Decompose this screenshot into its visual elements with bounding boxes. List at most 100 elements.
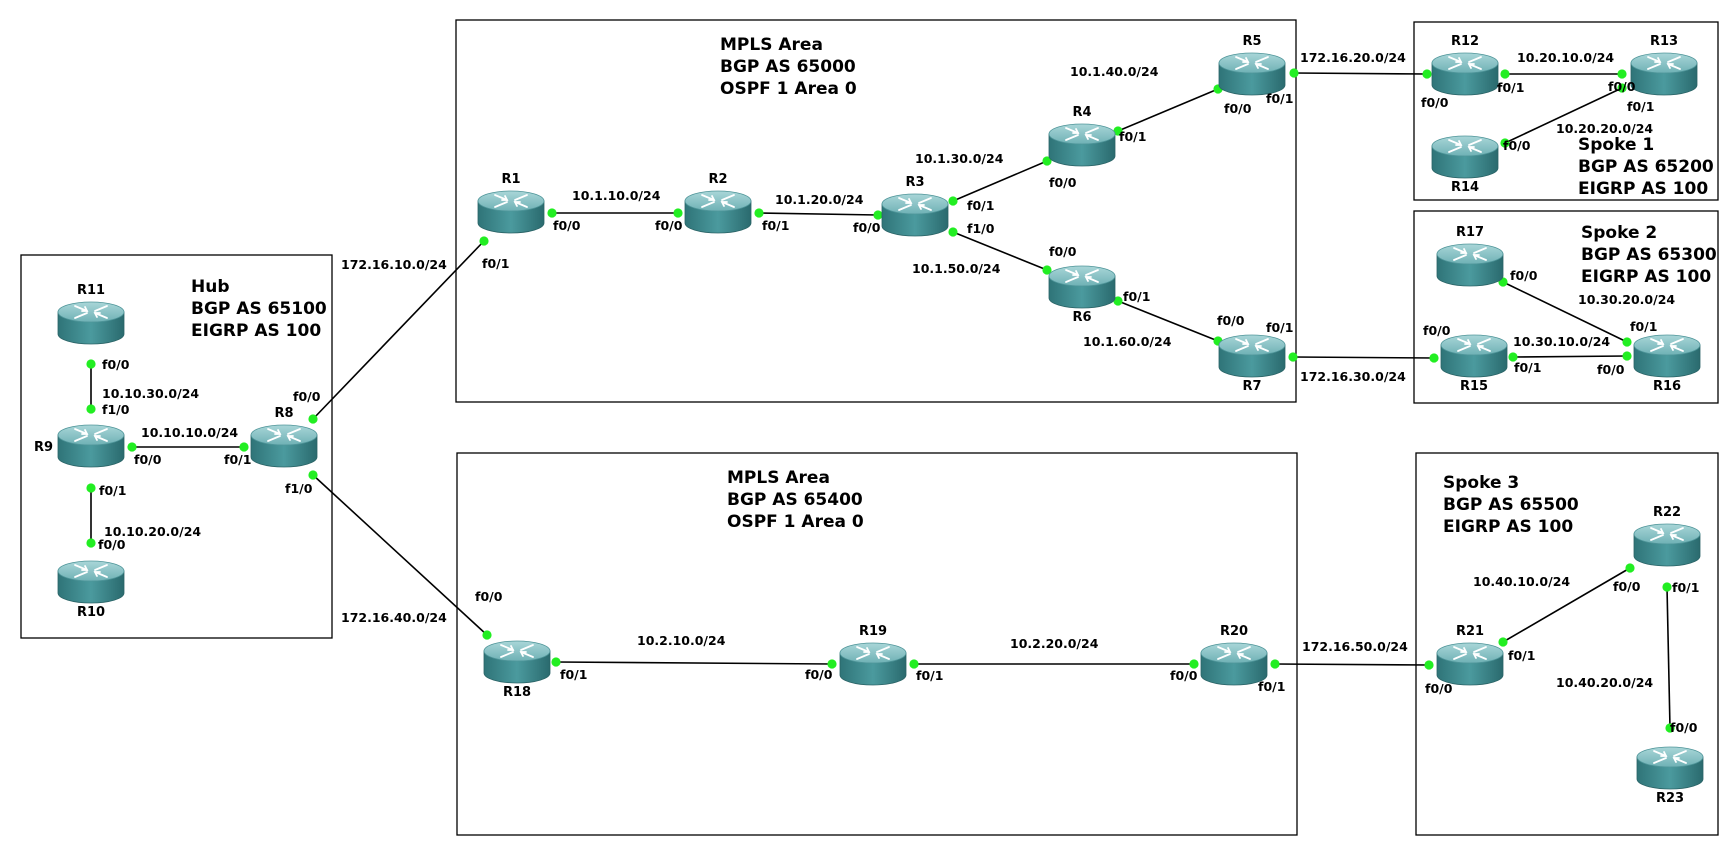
interface-port-dot[interactable] — [86, 359, 96, 369]
router-icon[interactable] — [57, 301, 125, 345]
router-icon[interactable] — [1218, 52, 1286, 96]
link-line[interactable] — [758, 212, 879, 216]
interface-port-dot[interactable] — [308, 470, 318, 480]
interface-port-dot[interactable] — [1042, 156, 1052, 166]
interface-port-dot[interactable] — [1662, 582, 1672, 592]
router-icon[interactable] — [1633, 334, 1701, 378]
link-r4-r5[interactable] — [1117, 88, 1219, 132]
router-r9[interactable]: R9 — [34, 424, 125, 468]
router-r16[interactable]: R16 — [1633, 334, 1701, 394]
interface-port-dot[interactable] — [1500, 138, 1510, 148]
interface-port-dot[interactable] — [547, 208, 557, 218]
interface-port-dot[interactable] — [1424, 660, 1434, 670]
router-icon[interactable] — [1431, 135, 1499, 179]
interface-port-dot[interactable] — [1622, 351, 1632, 361]
router-icon[interactable] — [1440, 334, 1508, 378]
link-r21-r22[interactable] — [1502, 567, 1631, 643]
link-r20-r21[interactable] — [1274, 663, 1430, 666]
interface-port-dot[interactable] — [909, 659, 919, 669]
link-r13-r14[interactable] — [1504, 87, 1623, 144]
interface-port-dot[interactable] — [827, 659, 837, 669]
link-line[interactable] — [952, 231, 1048, 271]
router-icon[interactable] — [250, 424, 318, 468]
link-line[interactable] — [1293, 72, 1428, 75]
router-icon[interactable] — [881, 193, 949, 237]
router-icon[interactable] — [684, 190, 752, 234]
router-r5[interactable]: R5 — [1218, 34, 1286, 96]
interface-port-dot[interactable] — [86, 404, 96, 414]
interface-port-dot[interactable] — [1270, 659, 1280, 669]
router-r21[interactable]: R21 — [1436, 624, 1504, 686]
router-r15[interactable]: R15 — [1440, 334, 1508, 394]
router-r18[interactable]: R18 — [483, 640, 551, 700]
link-r15-r16[interactable] — [1512, 355, 1628, 358]
link-line[interactable] — [1504, 87, 1623, 144]
interface-port-dot[interactable] — [1617, 69, 1627, 79]
router-icon[interactable] — [57, 424, 125, 468]
router-r6[interactable]: R6 — [1048, 265, 1116, 325]
router-r11[interactable]: R11 — [57, 283, 125, 345]
router-icon[interactable] — [1048, 265, 1116, 309]
interface-port-dot[interactable] — [239, 442, 249, 452]
interface-port-dot[interactable] — [482, 630, 492, 640]
router-icon[interactable] — [839, 642, 907, 686]
interface-port-dot[interactable] — [1665, 723, 1675, 733]
interface-port-dot[interactable] — [1113, 296, 1123, 306]
router-r23[interactable]: R23 — [1636, 746, 1704, 806]
link-line[interactable] — [312, 474, 488, 636]
router-icon[interactable] — [57, 560, 125, 604]
router-r4[interactable]: R4 — [1048, 105, 1116, 167]
link-r16-r17[interactable] — [1502, 281, 1628, 343]
interface-port-dot[interactable] — [948, 227, 958, 237]
interface-port-dot[interactable] — [754, 208, 764, 218]
router-r3[interactable]: R3 — [881, 175, 949, 237]
interface-port-dot[interactable] — [673, 208, 683, 218]
link-line[interactable] — [1512, 355, 1628, 358]
link-line[interactable] — [1292, 356, 1435, 359]
interface-port-dot[interactable] — [551, 657, 561, 667]
interface-port-dot[interactable] — [1429, 353, 1439, 363]
link-line[interactable] — [312, 240, 485, 420]
link-r2-r3[interactable] — [758, 212, 879, 216]
router-r13[interactable]: R13 — [1630, 34, 1698, 96]
router-icon[interactable] — [1636, 746, 1704, 790]
router-icon[interactable] — [1200, 642, 1268, 686]
link-r5-r12[interactable] — [1293, 72, 1428, 75]
interface-port-dot[interactable] — [1498, 637, 1508, 647]
interface-port-dot[interactable] — [1422, 69, 1432, 79]
router-r20[interactable]: R20 — [1200, 624, 1268, 686]
link-r3-r4[interactable] — [952, 160, 1048, 202]
router-r14[interactable]: R14 — [1431, 135, 1499, 195]
router-r1[interactable]: R1 — [477, 172, 545, 234]
link-line[interactable] — [1502, 567, 1631, 643]
link-r22-r23[interactable] — [1666, 586, 1671, 729]
link-r3-r6[interactable] — [952, 231, 1048, 271]
router-icon[interactable] — [1218, 334, 1286, 378]
router-r7[interactable]: R7 — [1218, 334, 1286, 394]
link-line[interactable] — [1666, 586, 1671, 729]
link-line[interactable] — [555, 661, 833, 665]
interface-port-dot[interactable] — [1042, 265, 1052, 275]
interface-port-dot[interactable] — [86, 538, 96, 548]
interface-port-dot[interactable] — [873, 210, 883, 220]
interface-port-dot[interactable] — [1500, 69, 1510, 79]
interface-port-dot[interactable] — [86, 483, 96, 493]
router-r19[interactable]: R19 — [839, 624, 907, 686]
router-icon[interactable] — [1630, 52, 1698, 96]
router-icon[interactable] — [1431, 52, 1499, 96]
router-icon[interactable] — [477, 190, 545, 234]
interface-port-dot[interactable] — [479, 236, 489, 246]
interface-port-dot[interactable] — [308, 414, 318, 424]
interface-port-dot[interactable] — [1189, 659, 1199, 669]
link-line[interactable] — [1117, 88, 1219, 132]
router-r2[interactable]: R2 — [684, 172, 752, 234]
link-r18-r19[interactable] — [555, 661, 833, 665]
router-r12[interactable]: R12 — [1431, 34, 1499, 96]
link-r7-r15[interactable] — [1292, 356, 1435, 359]
link-line[interactable] — [1117, 300, 1219, 342]
router-icon[interactable] — [1436, 243, 1504, 287]
interface-port-dot[interactable] — [1288, 352, 1298, 362]
interface-port-dot[interactable] — [948, 196, 958, 206]
interface-port-dot[interactable] — [1625, 563, 1635, 573]
interface-port-dot[interactable] — [1289, 68, 1299, 78]
